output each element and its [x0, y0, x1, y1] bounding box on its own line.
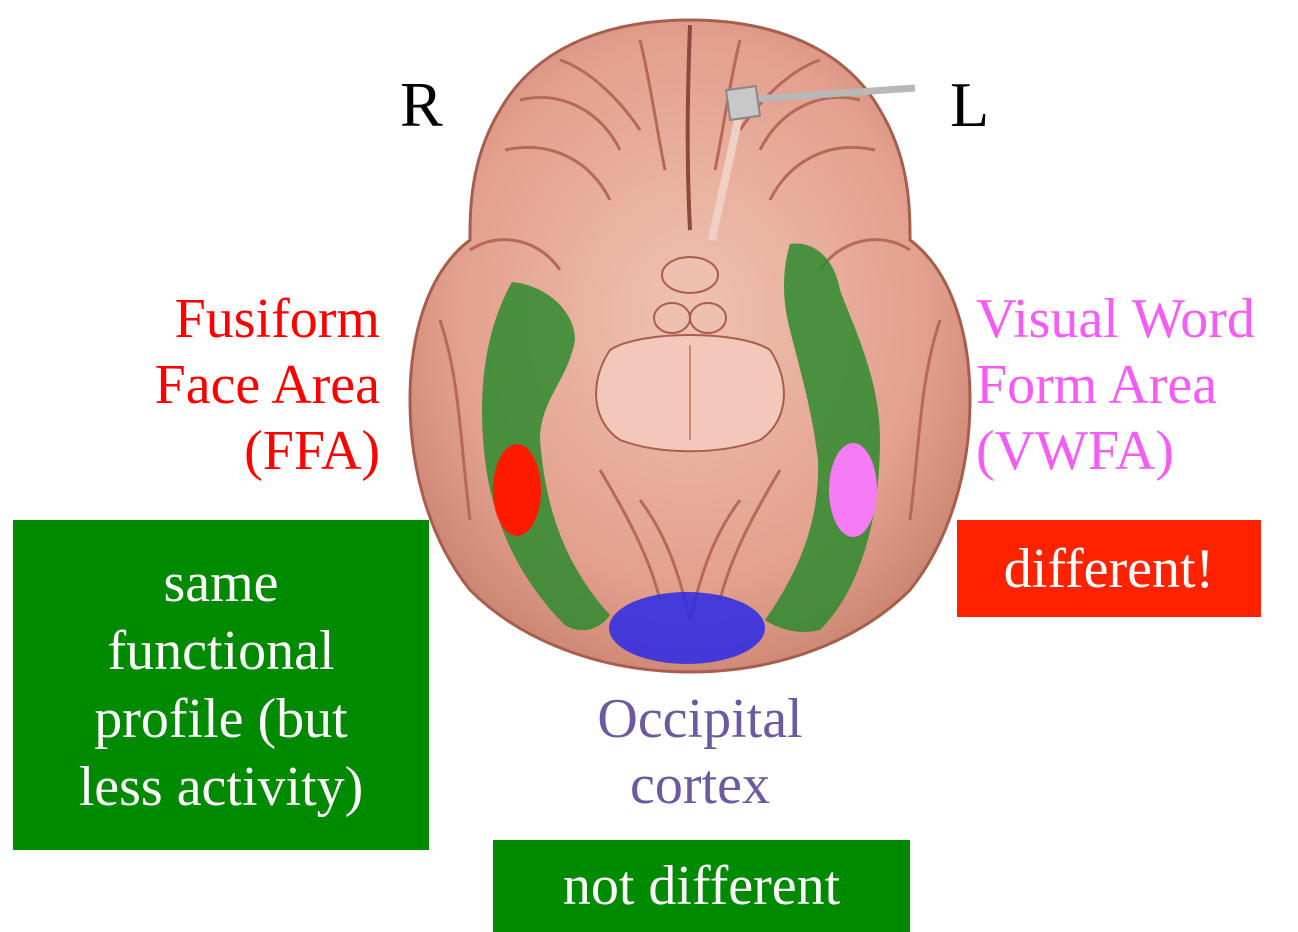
longitudinal-fissure — [688, 25, 690, 230]
ffa-spot — [493, 444, 541, 536]
right-hemisphere-label: R — [400, 70, 443, 140]
vwfa-spot — [829, 443, 877, 537]
occipital-result-box: not different — [493, 840, 910, 932]
probe-tip — [726, 86, 760, 120]
ffa-result-box: same functional profile (but less activi… — [13, 520, 429, 850]
vwfa-label: Visual Word Form Area (VWFA) — [976, 286, 1298, 484]
left-hemisphere-label: L — [950, 70, 989, 140]
ffa-label: Fusiform Face Area (FFA) — [100, 286, 380, 484]
occipital-spot — [609, 592, 765, 664]
occipital-label: Occipital cortex — [540, 686, 860, 818]
vwfa-result-box: different! — [957, 520, 1261, 617]
